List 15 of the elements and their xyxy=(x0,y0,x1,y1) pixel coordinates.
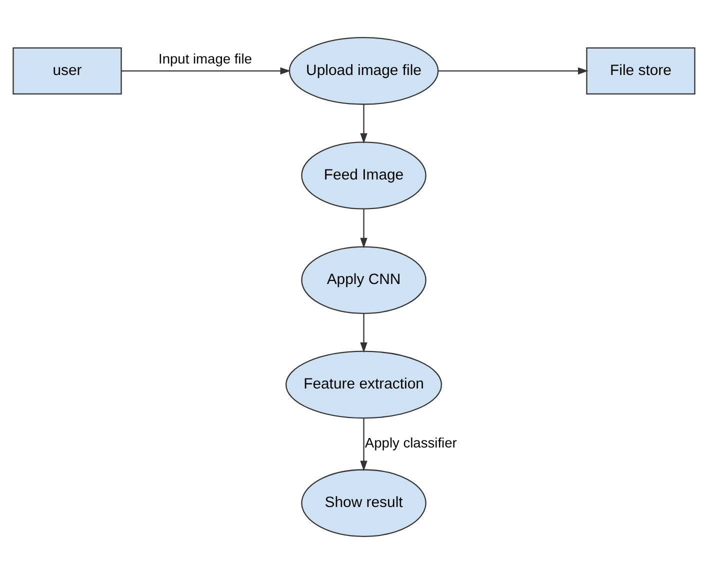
arrow xyxy=(360,418,368,471)
node-box: user xyxy=(12,46,122,94)
node-ellipse: Feature extraction xyxy=(286,350,442,418)
node-box: File store xyxy=(586,46,696,94)
edge-label: Input image file xyxy=(158,51,252,66)
node-ellipse: Show result xyxy=(301,468,426,536)
arrow xyxy=(360,208,368,248)
node-ellipse: Upload image file xyxy=(288,36,439,104)
arrow xyxy=(121,66,291,74)
node-ellipse: Feed Image xyxy=(301,141,426,209)
arrow xyxy=(360,104,368,144)
edge-label: Apply classifier xyxy=(364,434,457,450)
arrow xyxy=(360,313,368,352)
node-ellipse: Apply CNN xyxy=(301,246,426,314)
arrow xyxy=(438,66,588,74)
